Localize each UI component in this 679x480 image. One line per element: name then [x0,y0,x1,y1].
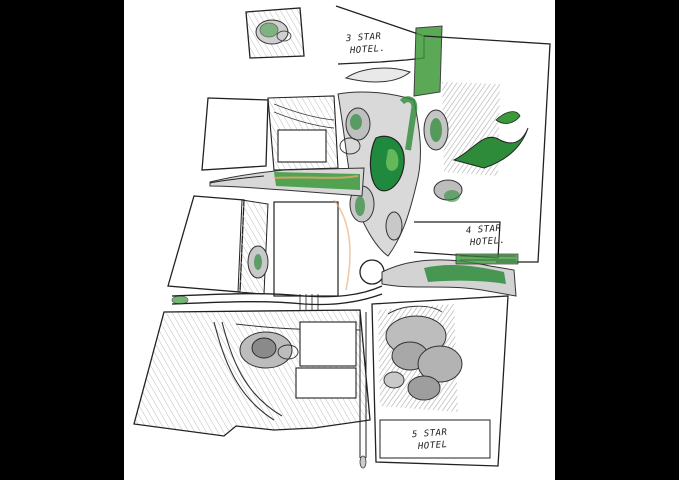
right-block [423,35,551,263]
south-west-block [133,309,371,469]
left-middle-blocks [167,195,351,297]
hotel-4-block [381,221,519,297]
site-plan-sketch [133,5,551,469]
central-green-spine [337,91,463,257]
sketch-sheet: 3 STAR HOTEL. 4 STAR HOTEL. 5 STAR HOTEL [124,0,555,480]
west-green-corridor [209,167,365,197]
upper-left-building [201,95,339,171]
hotel-5-block [371,295,509,467]
hotel-3-block [335,5,443,97]
pond [359,259,385,285]
main-road [171,285,383,310]
small-plot-topleft [245,7,305,59]
